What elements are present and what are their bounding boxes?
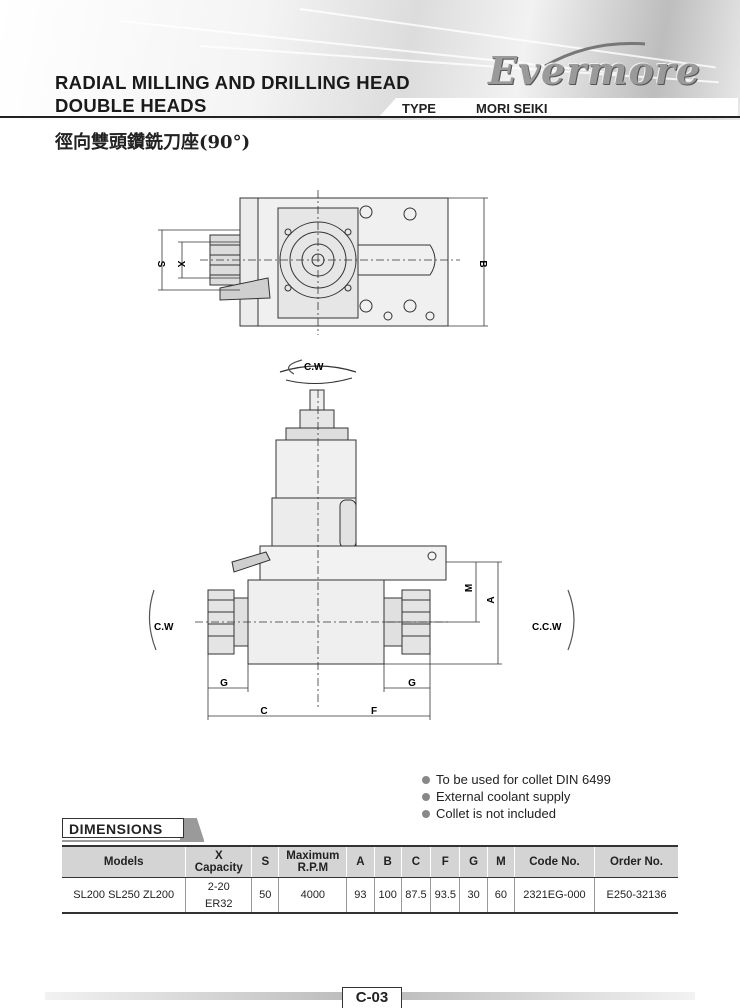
cell-capacity-collet: ER32: [185, 895, 252, 914]
bullet-icon: [422, 775, 430, 784]
machine-brand: MORI SEIKI: [476, 101, 548, 116]
cell-s: 50: [251, 877, 279, 914]
col-header-g: G: [459, 845, 488, 878]
col-header-s: S: [251, 845, 279, 878]
col-header-models: Models: [62, 845, 186, 878]
page-title-line2: DOUBLE HEADS: [55, 95, 207, 116]
cell-models: SL200 SL250 ZL200: [62, 877, 186, 914]
rotation-label-ccw-right: C.C.W: [532, 622, 562, 633]
dim-label-f: F: [371, 706, 377, 717]
table-row: SL200 SL250 ZL200 2-20 50 4000 93 100 87…: [62, 877, 678, 914]
chinese-title: 徑向雙頭鑽銑刀座(90°): [55, 132, 251, 153]
dimensions-section-header: DIMENSIONS: [62, 818, 204, 842]
header-rule: [0, 116, 740, 118]
table-row: ER32: [62, 895, 678, 914]
cell-max-rpm: 4000: [278, 877, 347, 914]
cell-order-no: E250-32136: [593, 877, 678, 914]
col-header-m: M: [486, 845, 515, 878]
front-view-drawing: C.W C.W C.C.W M A G G C F: [148, 359, 575, 720]
col-header-code-no: Code No.: [514, 845, 595, 878]
top-view-drawing: S X B: [155, 190, 488, 335]
rotation-label-cw-top: C.W: [304, 362, 324, 373]
type-label: TYPE: [402, 101, 436, 116]
dim-label-s: S: [155, 261, 166, 268]
notes-list: To be used for collet DIN 6499 External …: [422, 771, 611, 822]
note-item: To be used for collet DIN 6499: [422, 771, 611, 788]
col-header-c: C: [400, 845, 431, 878]
cell-f: 93.5: [430, 877, 460, 914]
col-header-a: A: [346, 845, 374, 878]
cell-code-no: 2321EG-000: [514, 877, 595, 914]
cell-a: 93: [346, 877, 374, 914]
cell-g: 30: [459, 877, 488, 914]
cell-m: 60: [486, 877, 515, 914]
dim-label-m: M: [464, 584, 475, 592]
note-item: External coolant supply: [422, 788, 611, 805]
dim-label-a: A: [486, 596, 497, 603]
col-header-order-no: Order No.: [593, 845, 678, 878]
dim-label-g-right: G: [408, 678, 416, 689]
page-title-line1: RADIAL MILLING AND DRILLING HEAD: [55, 72, 410, 93]
logo-swoosh-icon: [544, 42, 646, 68]
dim-label-c: C: [260, 706, 267, 717]
note-item: Collet is not included: [422, 805, 611, 822]
col-header-b: B: [373, 845, 402, 878]
cell-capacity-range: 2-20: [185, 877, 252, 895]
evermore-logo: Evermore: [488, 48, 701, 93]
bullet-icon: [422, 792, 430, 801]
dim-label-g-left: G: [220, 678, 228, 689]
cell-b: 100: [373, 877, 402, 914]
dim-label-x: X: [175, 261, 186, 268]
page-number: C-03: [342, 987, 402, 1008]
rotation-label-cw-left: C.W: [154, 622, 174, 633]
type-tab: [378, 98, 738, 118]
col-header-f: F: [430, 845, 460, 878]
dimensions-title: DIMENSIONS: [62, 818, 184, 838]
cell-c: 87.5: [400, 877, 431, 914]
dim-label-b: B: [477, 260, 488, 267]
bullet-icon: [422, 809, 430, 818]
